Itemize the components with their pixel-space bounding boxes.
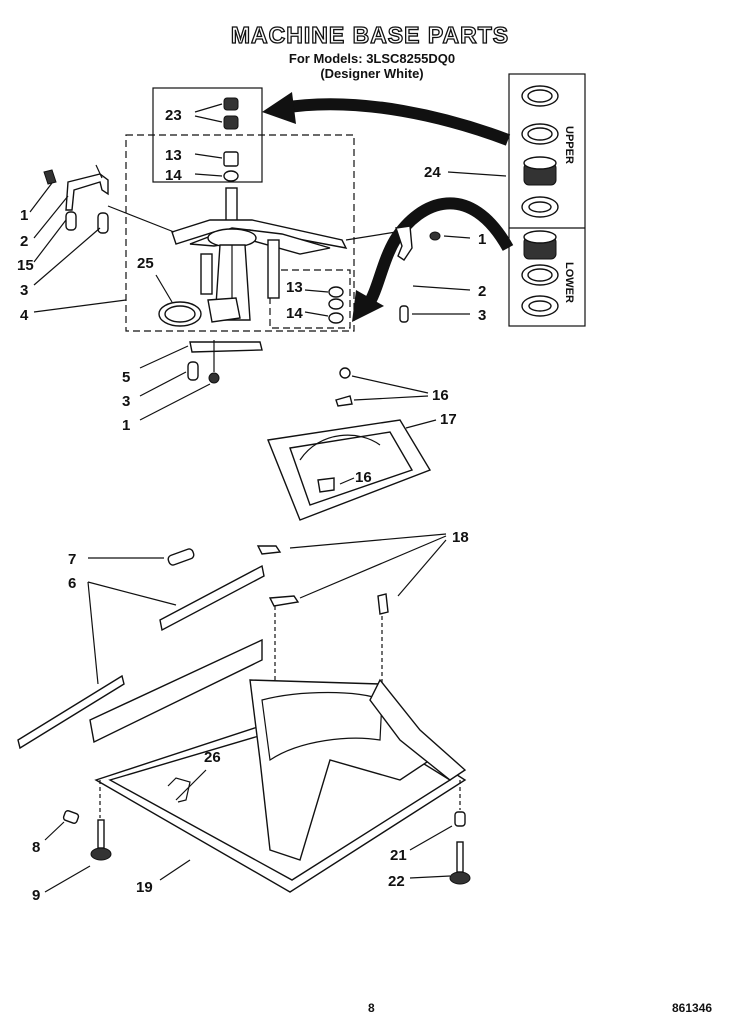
callout-2-right: 2 [478, 283, 486, 300]
machine-base-19 [89, 638, 467, 893]
right-bracket-parts [345, 225, 471, 323]
callout-18: 18 [452, 529, 469, 546]
left-bracket-parts [29, 164, 175, 313]
upper-kit-arrow [281, 98, 511, 146]
models-line: For Models: 3LSC8255DQ0 [288, 51, 456, 66]
callout-1-left: 1 [20, 207, 28, 224]
rails-and-clips [17, 533, 447, 750]
lower-bracket-parts [139, 340, 263, 421]
callout-6: 6 [68, 575, 76, 592]
transmission-assembly [171, 187, 348, 323]
callout-17: 17 [440, 411, 457, 428]
callout-16-frame: 16 [355, 469, 372, 486]
callout-25: 25 [137, 255, 154, 272]
lower-kit-arrow [362, 197, 514, 309]
callout-14-lower: 14 [286, 305, 303, 322]
upper-label: UPPER [563, 126, 575, 164]
callout-3-right: 3 [478, 307, 486, 324]
callout-19: 19 [136, 879, 153, 896]
variant-line: (Designer White) [320, 66, 424, 81]
callout-1-right: 1 [478, 231, 486, 248]
callout-16-top: 16 [432, 387, 449, 404]
page-number: 8 [368, 1001, 375, 1015]
bearing-kit-panel: UPPER LOWER [508, 73, 586, 327]
callout-22: 22 [388, 873, 405, 890]
model-info: For Models: 3LSC8255DQ0 (Designer White) [262, 51, 482, 81]
callout-4: 4 [20, 307, 29, 324]
callout-15: 15 [17, 257, 34, 274]
callout-9: 9 [32, 887, 40, 904]
bearing-parts-23-13-14 [194, 97, 239, 182]
lower-label: LOWER [563, 262, 575, 303]
callout-13-upper: 13 [165, 147, 182, 164]
leveling-feet [44, 780, 471, 893]
lower-bearing-detail-box [269, 269, 351, 329]
diagram-title: MACHINE BASE PARTS [230, 21, 510, 48]
bearing-detail-box [152, 87, 263, 183]
frame-17 [267, 367, 437, 521]
callout-3-lower: 3 [122, 393, 130, 410]
callout-1-lower: 1 [122, 417, 130, 434]
callout-3-left: 3 [20, 282, 28, 299]
callout-21: 21 [390, 847, 407, 864]
callout-5: 5 [122, 369, 130, 386]
callout-26: 26 [204, 749, 221, 766]
callout-7: 7 [68, 551, 76, 568]
document-code: 861346 [672, 1001, 713, 1015]
callout-13-lower: 13 [286, 279, 303, 296]
callout-14-upper: 14 [165, 167, 182, 184]
callout-8: 8 [32, 839, 40, 856]
callout-2-left: 2 [20, 233, 28, 250]
callout-23: 23 [165, 107, 182, 124]
drive-assembly-box [125, 134, 355, 332]
callout-24: 24 [424, 164, 441, 181]
